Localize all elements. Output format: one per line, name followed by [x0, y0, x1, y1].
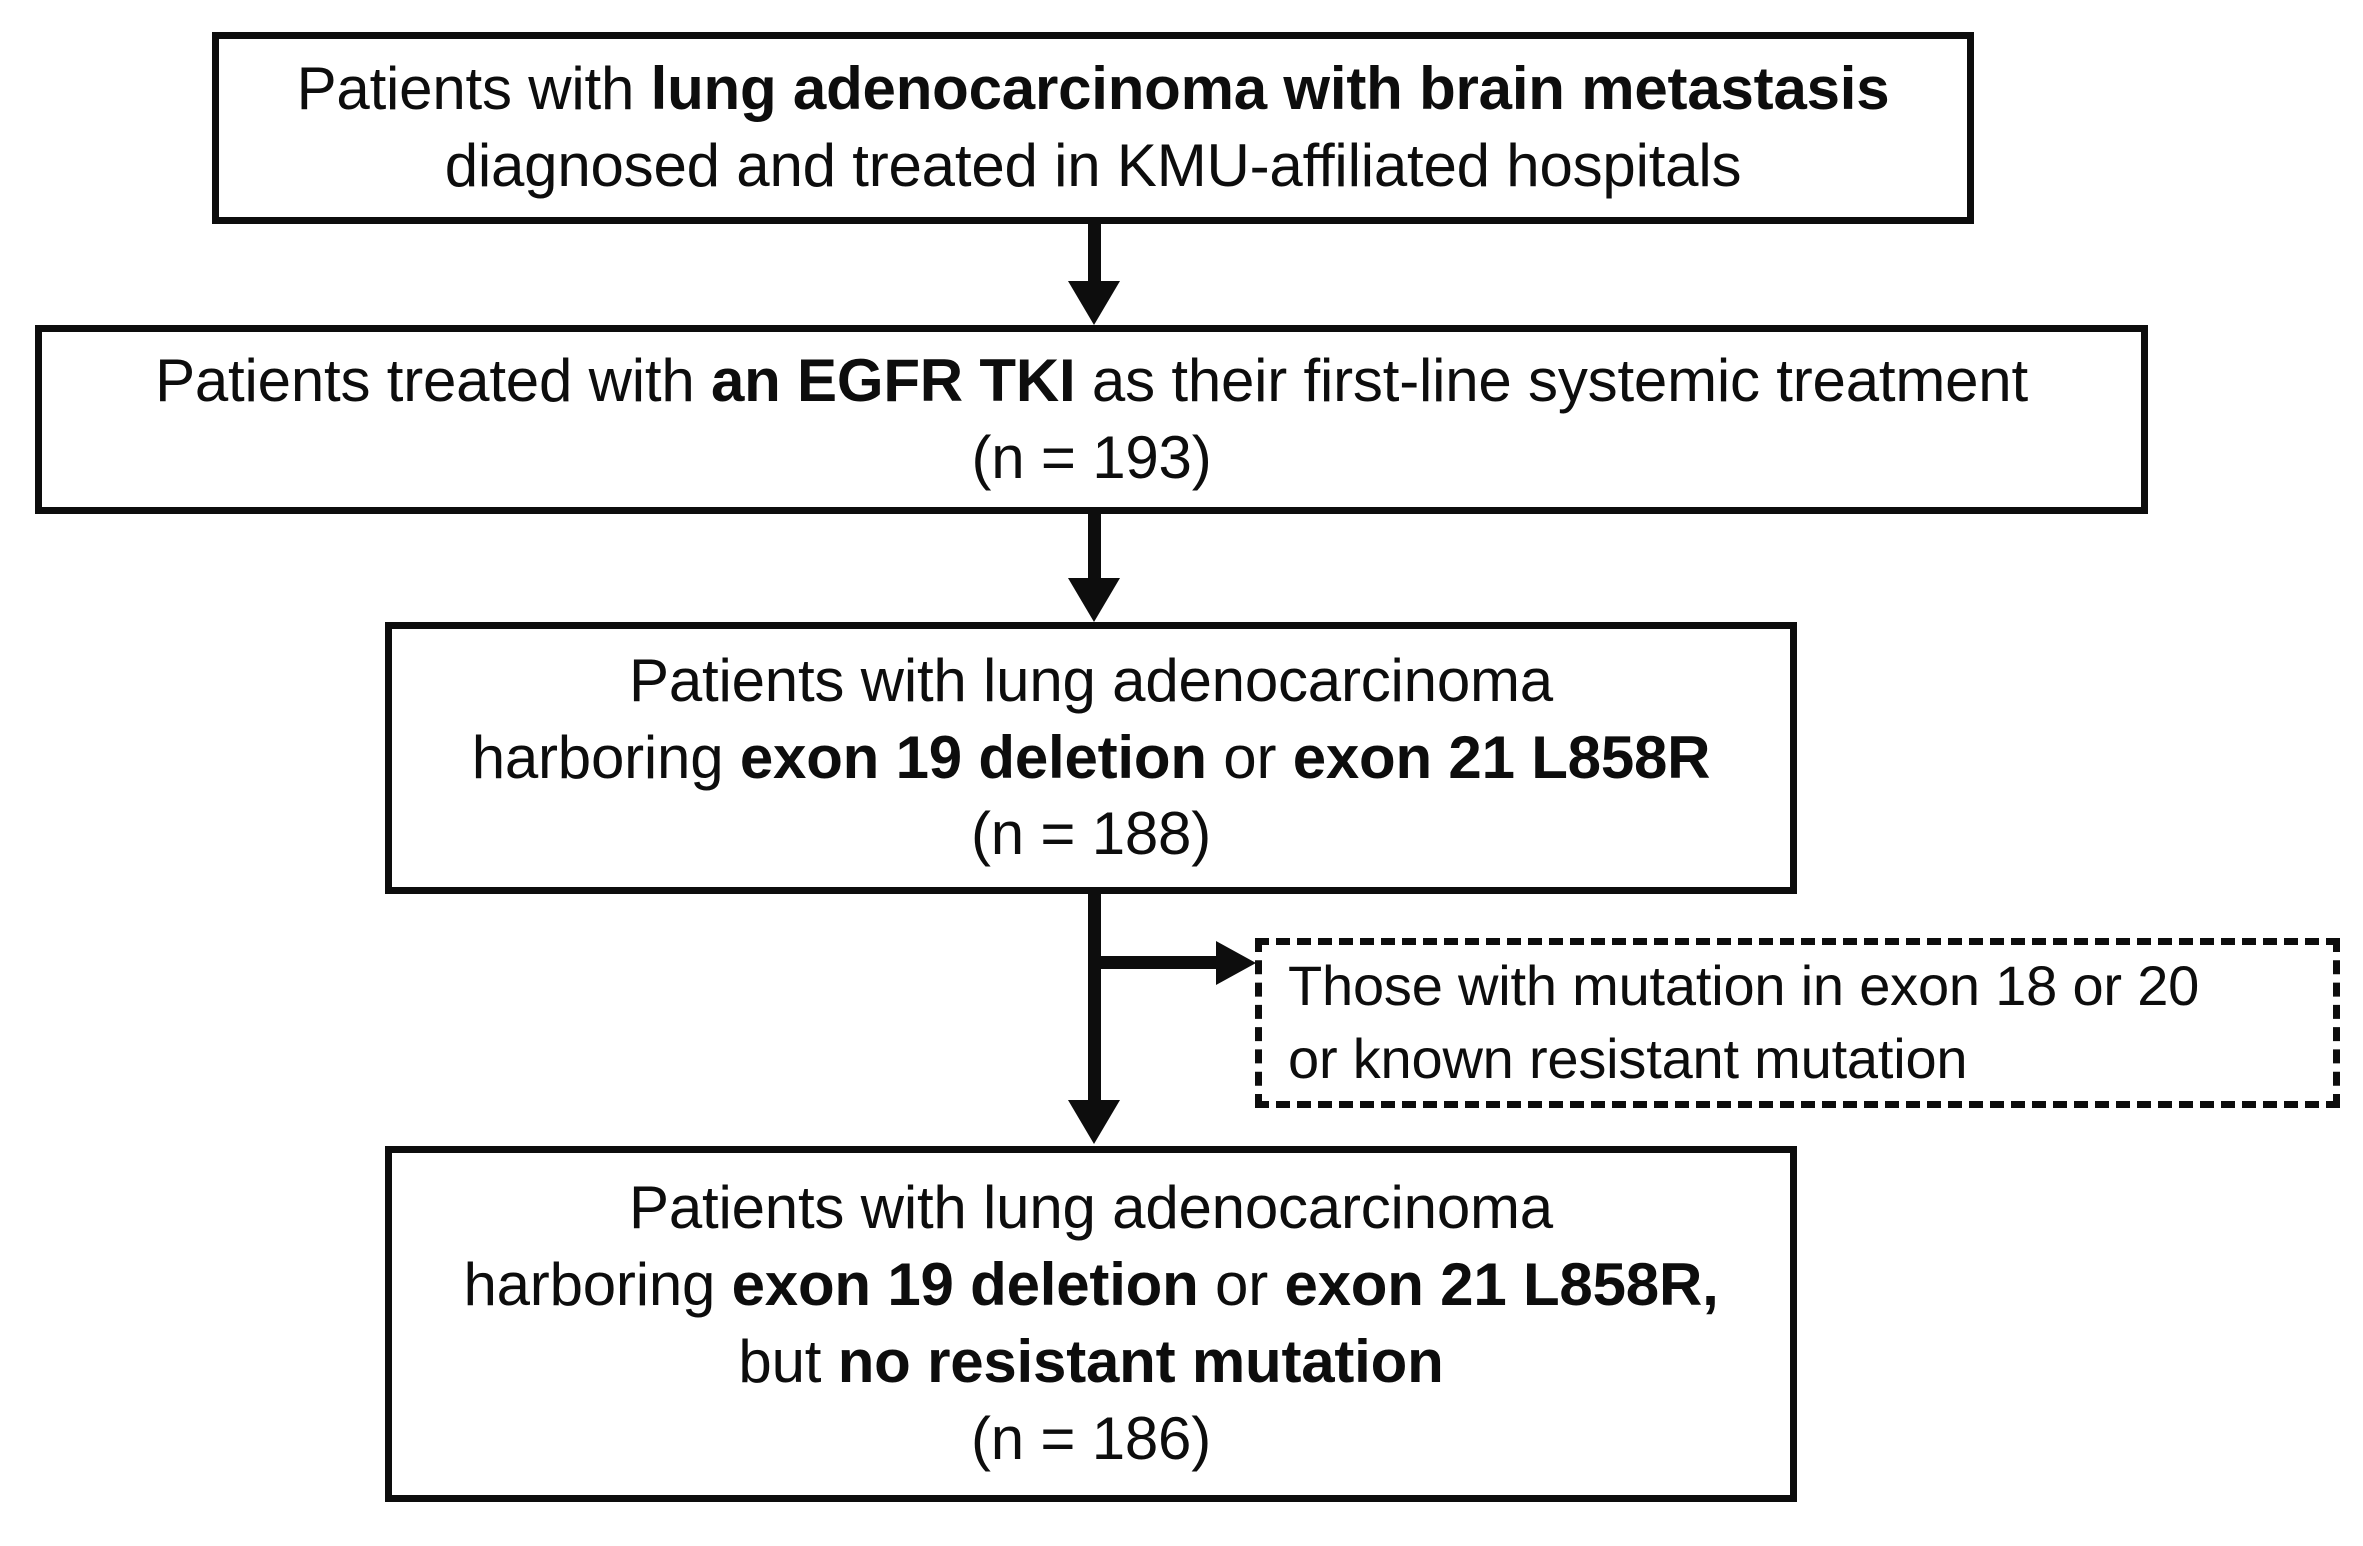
node-line: harboring exon 19 deletion or exon 21 L8… [472, 720, 1711, 797]
node-line: Patients with lung adenocarcinoma with b… [297, 51, 1890, 128]
node-sensitizing-mutation: Patients with lung adenocarcinoma harbor… [385, 622, 1797, 894]
plain-text: Patients treated with [155, 346, 711, 414]
edge-sensitizing-mutation-to-final-cohort [1068, 894, 1128, 1148]
plain-text: Patients with lung adenocarcinoma [629, 1174, 1553, 1242]
plain-text: or [1198, 1251, 1285, 1319]
node-line: Patients with lung adenocarcinoma [629, 643, 1553, 720]
plain-text: harboring [463, 1251, 732, 1319]
arrow-head-down-icon [1068, 281, 1120, 325]
plain-text: but [738, 1328, 838, 1395]
emphasis-text: lung adenocarcinoma with brain metastasi… [650, 55, 1890, 123]
node-line: Those with mutation in exon 18 or 20 [1288, 950, 2199, 1023]
arrow-head-right-icon [1216, 941, 1256, 985]
node-line: Patients treated with an EGFR TKI as the… [155, 343, 2028, 420]
plain-text: as their first-line systemic treatment [1075, 346, 2028, 414]
emphasis-text: exon 19 deletion [731, 1251, 1199, 1319]
node-line: diagnosed and treated in KMU-affiliated … [445, 128, 1742, 205]
emphasis-text: an EGFR TKI [710, 346, 1076, 414]
node-line: harboring exon 19 deletion or exon 21 L8… [463, 1247, 1718, 1324]
node-line: (n = 186) [971, 1401, 1211, 1478]
emphasis-text: no resistant mutation [837, 1328, 1444, 1395]
emphasis-text: exon 19 deletion [739, 723, 1207, 791]
arrow-head-down-icon [1068, 1100, 1120, 1144]
edge-cohort-source-to-first-line-tki [1068, 224, 1128, 325]
plain-text: or known resistant mutation [1288, 1027, 1968, 1090]
node-final-cohort: Patients with lung adenocarcinoma harbor… [385, 1146, 1797, 1502]
plain-text: or [1206, 723, 1293, 791]
plain-text: (n = 186) [970, 1404, 1212, 1472]
arrow-stem [1088, 894, 1101, 1106]
plain-text: Patients with lung adenocarcinoma [629, 646, 1553, 714]
node-line: Patients with lung adenocarcinoma [629, 1170, 1553, 1247]
emphasis-text: exon 21 L858R [1292, 723, 1711, 791]
edge-first-line-tki-to-sensitizing-mutation [1068, 514, 1128, 624]
plain-text: Those with mutation in exon 18 or 20 [1288, 954, 2200, 1018]
node-first-line-tki: Patients treated with an EGFR TKI as the… [35, 325, 2148, 514]
arrow-stem-horizontal [1088, 956, 1223, 969]
node-line: but no resistant mutation [738, 1324, 1443, 1401]
edge-sensitizing-mutation-to-excluded [1088, 941, 1263, 990]
node-excluded: Those with mutation in exon 18 or 20 or … [1255, 938, 2340, 1108]
arrow-head-down-icon [1068, 578, 1120, 622]
plain-text: (n = 193) [971, 423, 1212, 491]
plain-text: (n = 188) [970, 800, 1212, 868]
plain-text: harboring [471, 723, 740, 791]
plain-text: Patients with [296, 55, 651, 123]
node-line: or known resistant mutation [1288, 1023, 1968, 1096]
plain-text: diagnosed and treated in KMU-affiliated … [444, 132, 1742, 199]
emphasis-text: exon 21 L858R, [1284, 1251, 1719, 1319]
node-line: (n = 193) [971, 420, 1211, 497]
arrow-stem [1088, 224, 1101, 286]
arrow-stem [1088, 514, 1101, 584]
node-line: (n = 188) [971, 796, 1211, 873]
node-cohort-source: Patients with lung adenocarcinoma with b… [212, 32, 1974, 224]
